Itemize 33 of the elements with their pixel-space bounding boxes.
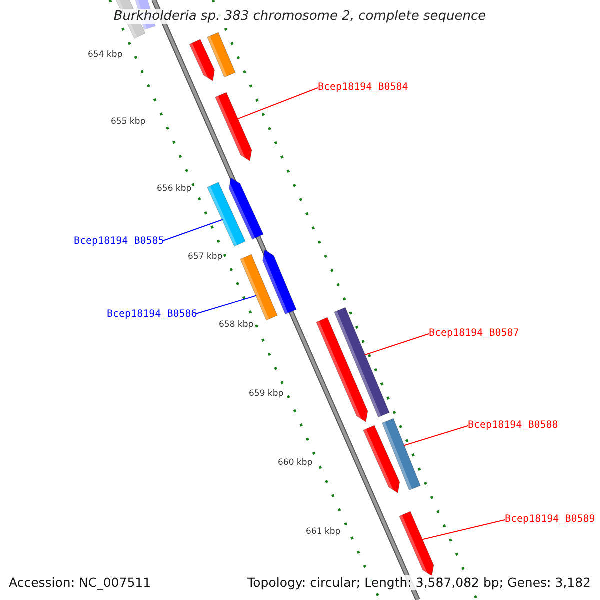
position-label: 659 kbp — [249, 389, 284, 399]
gene-label: Bcep18194_B0585 — [74, 236, 164, 248]
gene-block — [215, 92, 252, 162]
gene-block — [382, 418, 421, 491]
gene-block — [240, 254, 278, 321]
gene-label: Bcep18194_B0588 — [468, 420, 558, 432]
position-label: 654 kbp — [88, 50, 123, 60]
gene-block — [316, 317, 368, 422]
gene-block — [262, 250, 297, 315]
position-label: 661 kbp — [306, 527, 341, 537]
gene-block — [207, 182, 246, 247]
leader-line — [364, 334, 430, 356]
gene-label: Bcep18194_B0586 — [107, 309, 198, 321]
leader-line — [422, 520, 506, 540]
gene-label: Bcep18194_B0589 — [505, 514, 596, 526]
position-label: 657 kbp — [188, 252, 223, 262]
leader-line — [196, 295, 258, 314]
leader-line — [237, 88, 318, 120]
position-label: 660 kbp — [278, 458, 313, 468]
gene-label: Bcep18194_B0584 — [318, 82, 408, 94]
gene-block — [363, 425, 400, 494]
leader-line — [162, 219, 224, 242]
position-label: 655 kbp — [111, 117, 146, 127]
gene-block — [207, 32, 236, 78]
gene-block — [334, 307, 390, 418]
gene-block — [399, 511, 434, 576]
gene-block — [228, 178, 264, 240]
leader-line — [403, 426, 468, 446]
position-label: 658 kbp — [219, 320, 254, 330]
gene-block — [189, 39, 216, 82]
accession-text: Accession: NC_007511 — [9, 575, 152, 590]
position-label: 656 kbp — [157, 184, 192, 194]
gene-label: Bcep18194_B0587 — [429, 328, 520, 340]
